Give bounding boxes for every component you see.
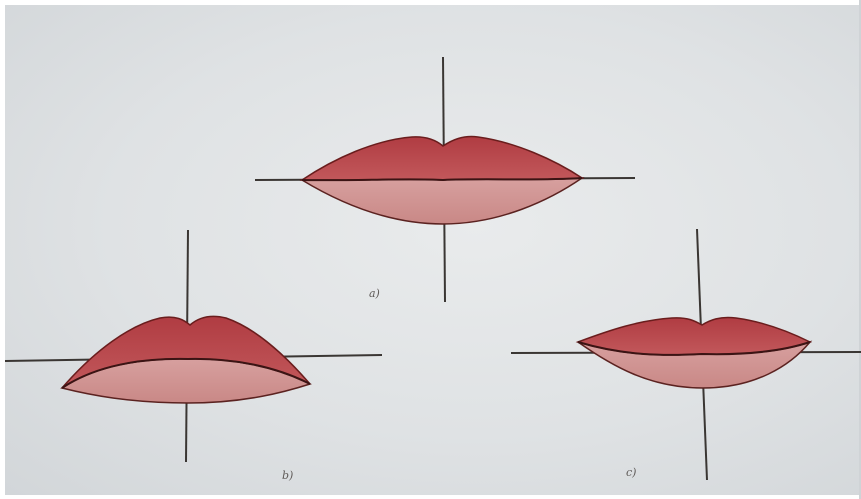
figure-a-caption: a) (369, 287, 380, 300)
figure-b-lip-line (61, 357, 311, 389)
figure-a-upper-lip (299, 135, 585, 181)
figure-a-lip-line (301, 177, 583, 182)
figure-c-lip-line (577, 341, 811, 356)
figure-c: c) (510, 228, 861, 481)
photo-edge (859, 0, 861, 499)
figure-a-lower-lip (299, 177, 585, 225)
figure-c-caption: c) (626, 466, 636, 479)
figure-b-caption: b) (282, 469, 293, 482)
figure-b: b) (4, 229, 383, 482)
figure-a: a) (254, 56, 636, 303)
